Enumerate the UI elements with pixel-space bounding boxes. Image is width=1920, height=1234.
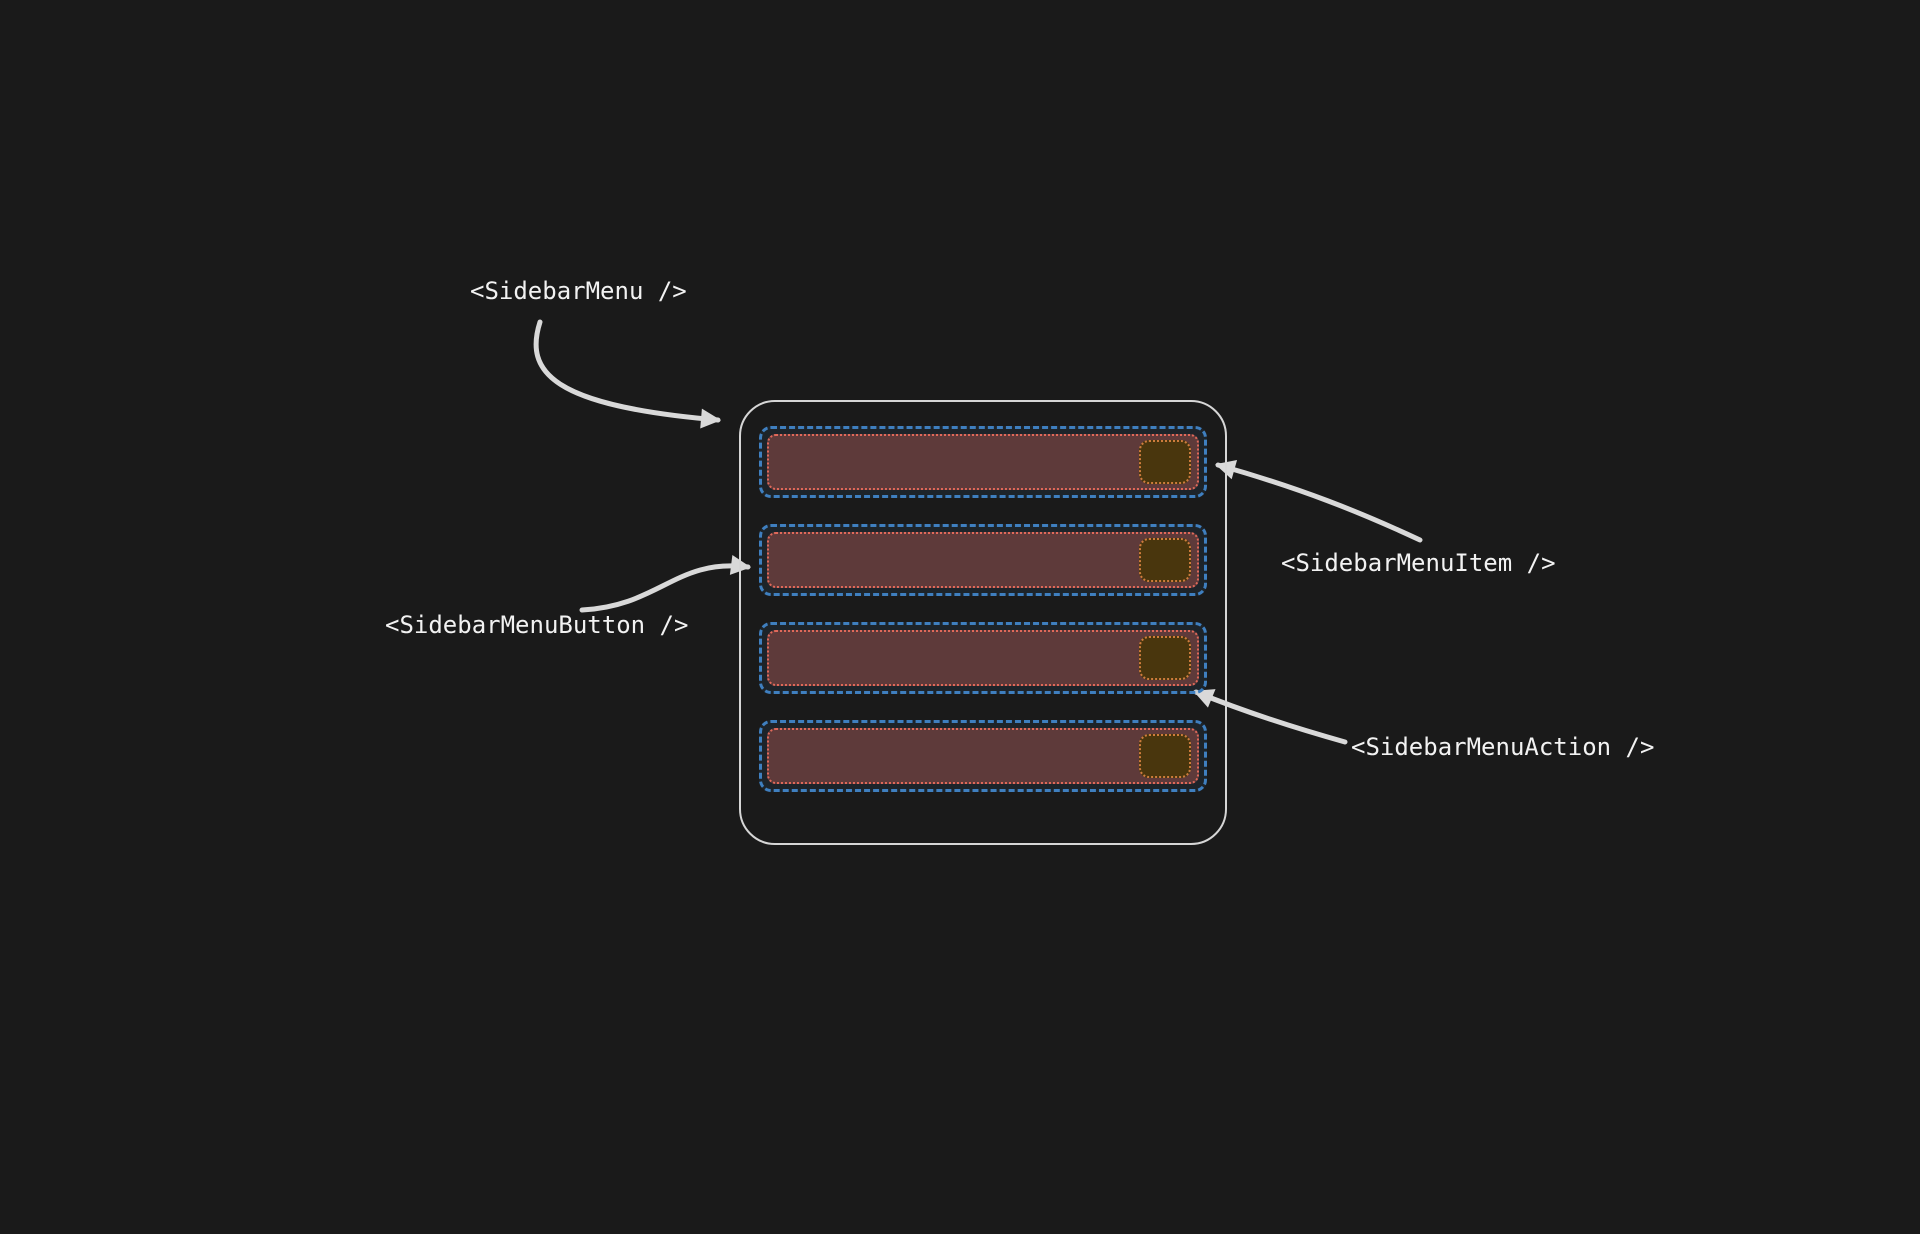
sidebar-menu-action (1139, 734, 1191, 778)
arrow-to-sidebar-menu-item (1215, 459, 1423, 543)
sidebar-menu-action (1139, 440, 1191, 484)
label-sidebar-menu-button: <SidebarMenuButton /> (385, 611, 689, 639)
arrow-to-sidebar-menu (533, 319, 721, 429)
sidebar-menu-item (759, 622, 1207, 694)
sidebar-menu-action (1139, 538, 1191, 582)
sidebar-menu-action (1139, 636, 1191, 680)
label-sidebar-menu-action: <SidebarMenuAction /> (1351, 733, 1655, 761)
arrow-to-sidebar-menu-button (579, 554, 751, 613)
sidebar-menu-button (767, 532, 1199, 588)
sidebar-menu-button (767, 728, 1199, 784)
label-sidebar-menu-item: <SidebarMenuItem /> (1281, 549, 1556, 577)
sidebar-menu-item (759, 720, 1207, 792)
sidebar-menu-container (739, 400, 1227, 845)
label-sidebar-menu: <SidebarMenu /> (470, 277, 687, 305)
sidebar-menu-button (767, 434, 1199, 490)
sidebar-menu-button (767, 630, 1199, 686)
sidebar-menu-item (759, 524, 1207, 596)
sidebar-menu-item (759, 426, 1207, 498)
